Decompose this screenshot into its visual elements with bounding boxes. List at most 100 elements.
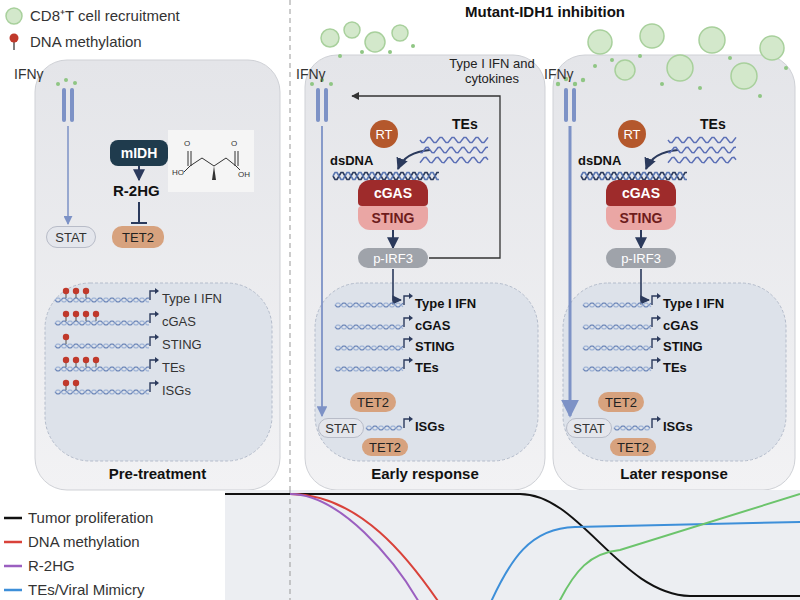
time-course-chart [225, 494, 800, 600]
cytokine-dots [698, 86, 702, 90]
node-label: mIDH [121, 145, 158, 161]
ifn-dots [310, 82, 314, 86]
cgas-box: cGAS [606, 180, 676, 206]
pathway-arrows [138, 202, 140, 222]
text-label: IFNγ [14, 66, 44, 82]
node-label: STAT [325, 421, 356, 436]
dna-strand [335, 325, 403, 329]
time-course-chart [290, 494, 440, 600]
dna-strand [55, 344, 149, 348]
dna-strands [55, 137, 736, 430]
node-label: TET2 [369, 440, 401, 455]
text-label: dsDNA [330, 154, 373, 169]
divider-line [290, 0, 291, 600]
promoter-arrow [409, 357, 413, 363]
tet2-protein: TET2 [610, 438, 656, 456]
legend-text: DNA methylation [28, 533, 140, 550]
text-label: Type I IFN [162, 292, 222, 307]
legend-samples [10, 34, 19, 43]
cytokine-dots [593, 64, 597, 68]
r2hg-structure [238, 151, 239, 166]
text-label: STING [162, 338, 202, 353]
stat-protein: STAT [46, 226, 96, 248]
dna-strand [583, 303, 651, 307]
ifn-receptors [70, 88, 74, 122]
text-label: ISGs [415, 420, 445, 435]
signal-arrow [640, 230, 642, 248]
promoter-arrow [150, 337, 155, 346]
stat-signal-arrows [569, 126, 572, 416]
text-label: STING [415, 340, 455, 355]
cytokine-dots [758, 94, 762, 98]
dna-strand [420, 157, 488, 162]
pathway-arrows [138, 166, 140, 180]
promoter-arrow [150, 291, 155, 300]
legend-text: R-2HG [28, 557, 75, 574]
ifn-receptors [324, 88, 328, 122]
cytokine-dots [388, 50, 392, 54]
promoter-arrow [657, 315, 661, 321]
promoter-arrow [404, 360, 409, 369]
ifn-dots [73, 81, 77, 85]
ifn-dots [56, 82, 60, 86]
dna-strand [366, 426, 402, 430]
dna-strand [55, 344, 149, 348]
cgas-box: cGAS [358, 180, 428, 206]
cytokine-dots [784, 66, 788, 70]
dna-strand [333, 173, 439, 180]
promoter-arrow [155, 288, 159, 294]
dna-strand [581, 173, 687, 180]
dna-strand [583, 367, 651, 371]
dna-strand [583, 325, 651, 329]
t-cells [588, 30, 612, 54]
t-cells [344, 22, 360, 38]
cell-shapes [35, 55, 795, 490]
methylation-pin [63, 334, 69, 340]
pathway-arrows [131, 96, 678, 300]
node-label: STING [372, 210, 415, 226]
signal-arrow [392, 230, 394, 248]
methylation-pin [93, 357, 99, 363]
ifn-dots [556, 82, 560, 86]
sting-box: STING [358, 206, 428, 230]
stat-signal-arrows [67, 126, 69, 224]
ifn-receptors [62, 88, 576, 122]
dna-strand [583, 325, 651, 329]
ifn-receptors [316, 88, 320, 122]
stat-protein: STAT [566, 418, 612, 438]
promoter-arrow [404, 419, 409, 428]
dna-strand [614, 426, 650, 430]
promoter-arrow [409, 293, 413, 299]
stat-protein: STAT [318, 418, 364, 438]
node-label: cGAS [622, 185, 660, 201]
methylation-pin [83, 357, 89, 363]
nucleus-shapes [45, 283, 272, 461]
dna-strand [333, 173, 439, 180]
rt-circle: RT [370, 120, 398, 148]
promoter-arrow [652, 339, 657, 348]
methylation-pin [73, 311, 79, 317]
methylation-pin [93, 311, 99, 317]
tet2-protein: TET2 [112, 226, 164, 248]
node-label: STAT [573, 421, 604, 436]
time-course-chart [225, 490, 800, 600]
dna-strand [55, 367, 149, 371]
t-cells [640, 24, 664, 48]
time-course-chart [490, 522, 800, 600]
text-label: cGAS [415, 319, 450, 334]
irf3-box: p-IRF3 [606, 248, 676, 268]
dna-strand [366, 426, 402, 430]
cytokine-dots [610, 58, 614, 62]
promoter-arrow [150, 360, 155, 369]
methylation-pin [63, 311, 69, 317]
methylation-pin [73, 380, 79, 386]
text-label: TEs [162, 361, 185, 376]
legend-samples [6, 8, 22, 24]
t-cells [615, 60, 635, 80]
promoter-arrow [652, 419, 657, 428]
dna-strand [55, 321, 149, 325]
cell-shapes [553, 55, 795, 490]
cytokine-dots [411, 44, 415, 48]
legend-text: TEs/Viral Mimicry [28, 581, 144, 598]
ifn-receptors [62, 88, 66, 122]
